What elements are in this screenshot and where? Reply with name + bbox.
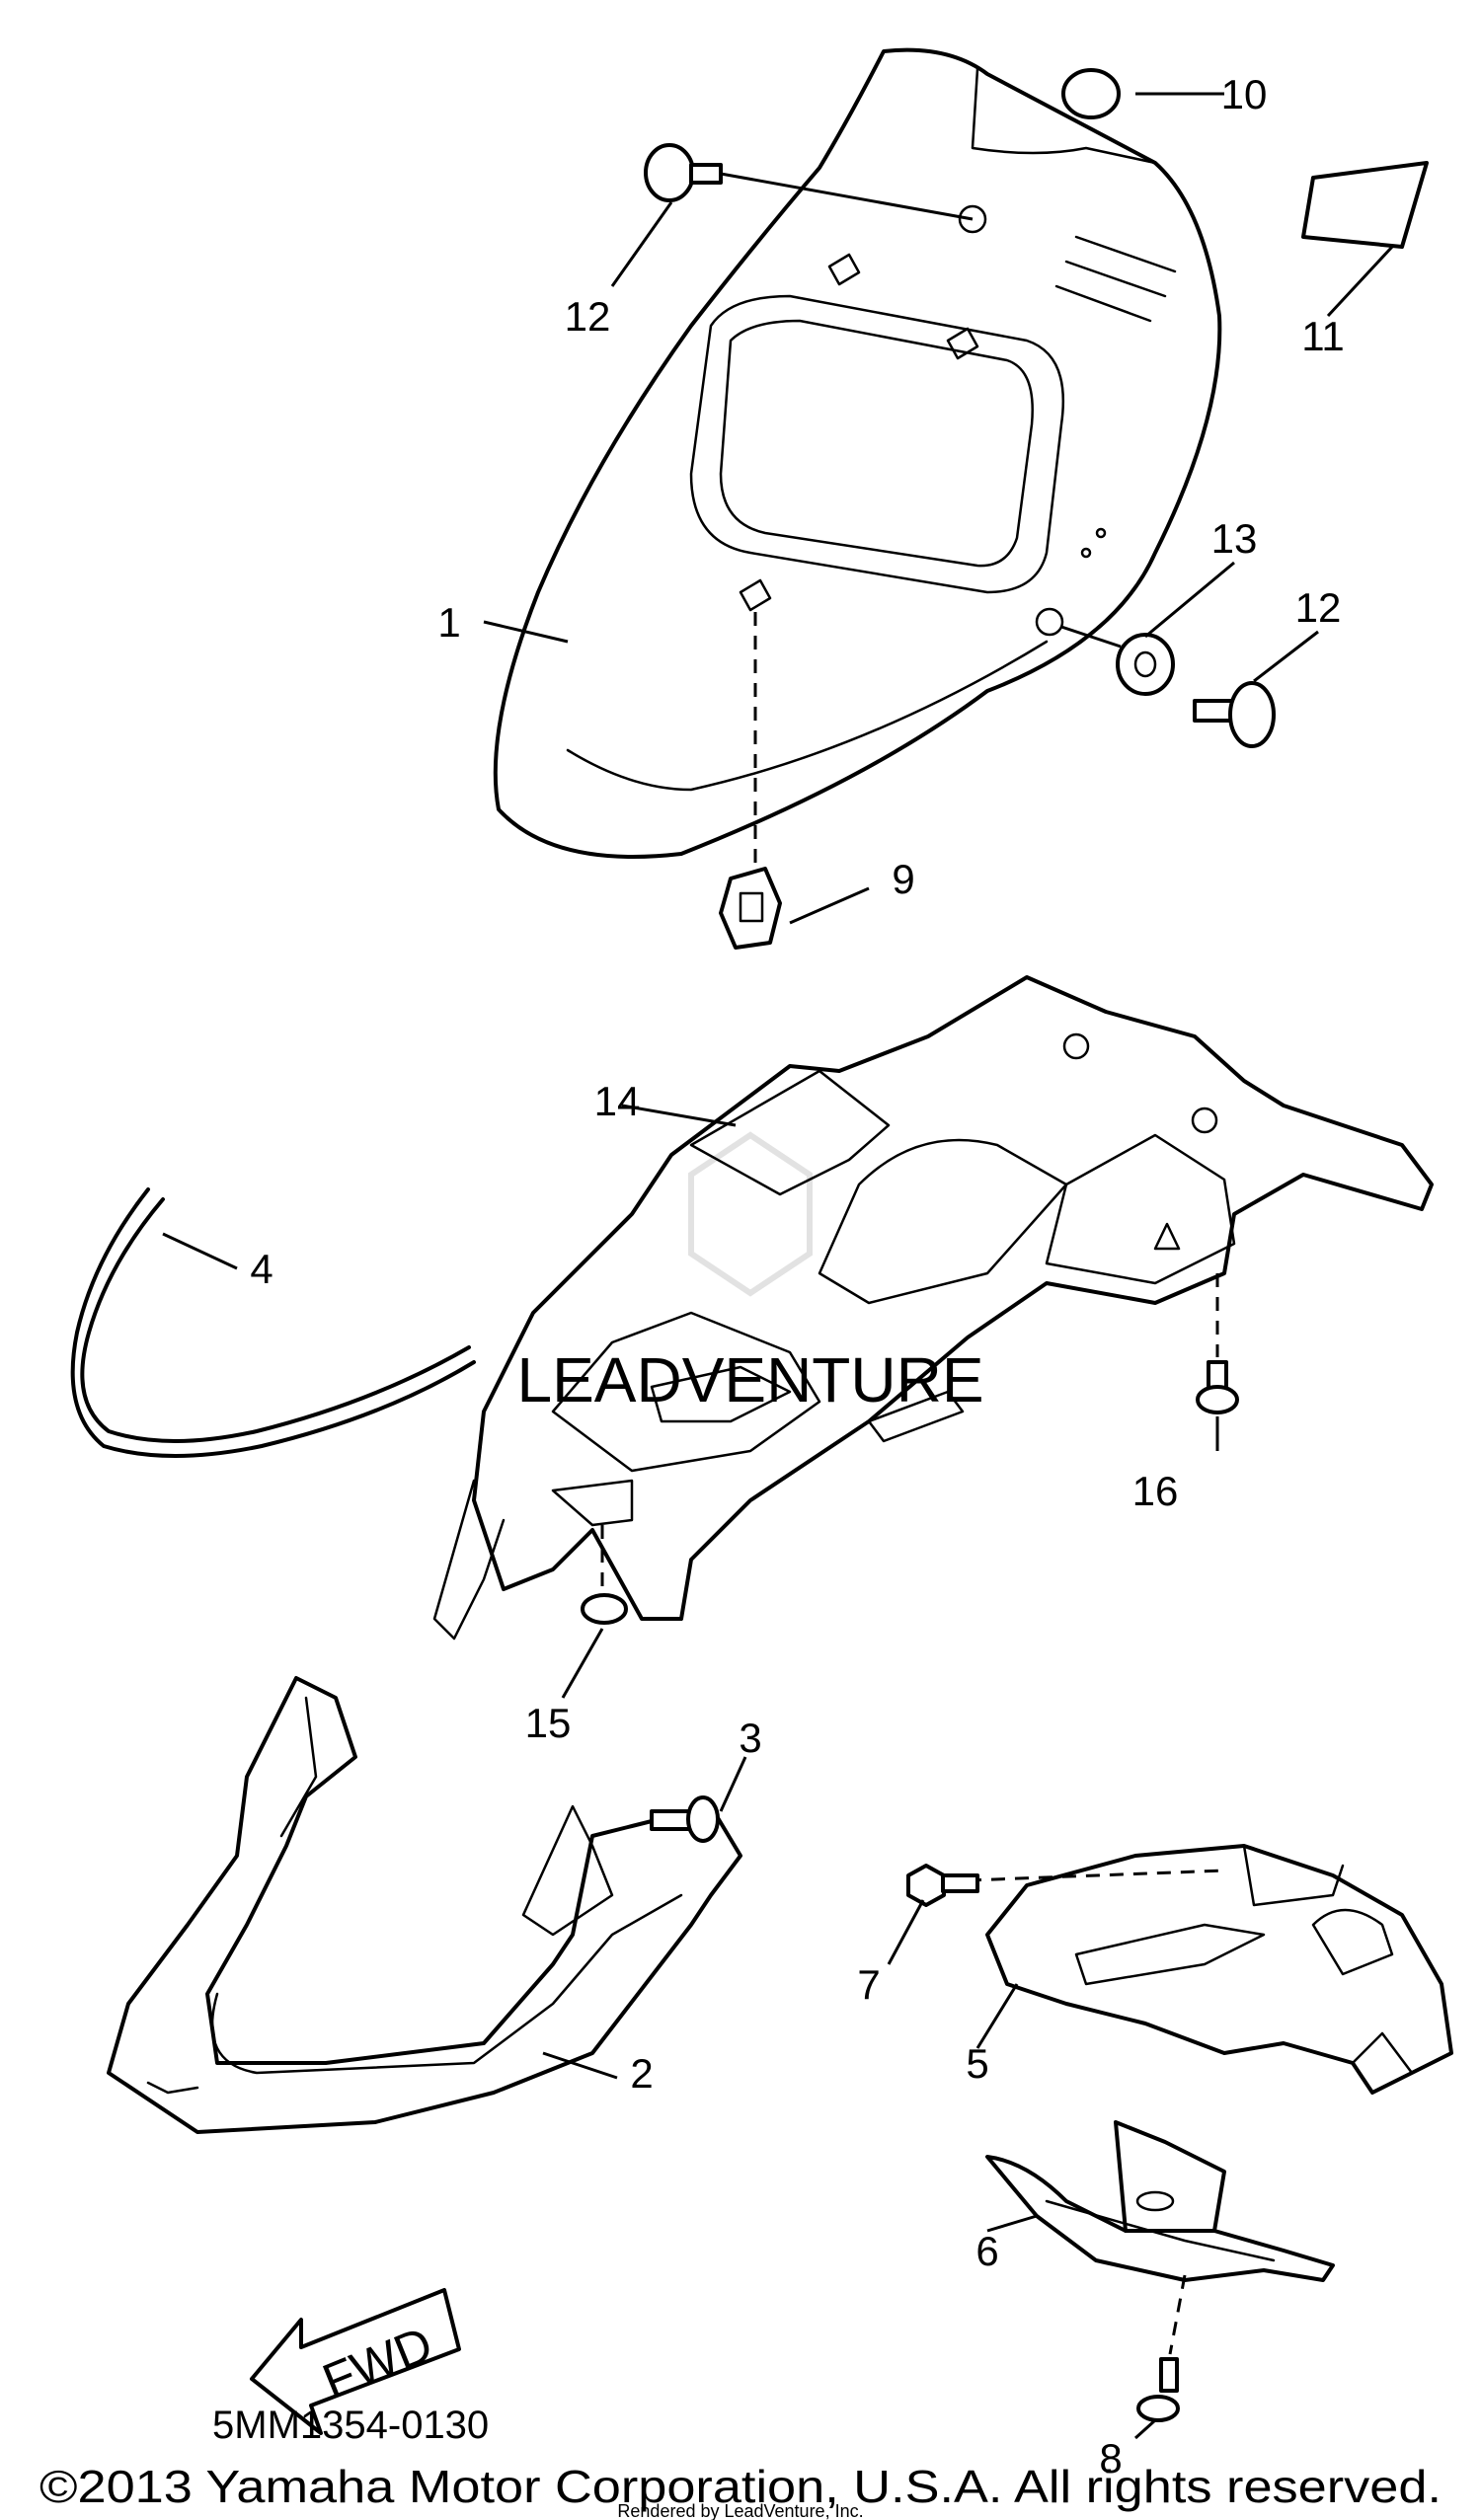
- watermark-logo: LEADVENTURE: [517, 1131, 984, 1415]
- part-15-nut[interactable]: [581, 1593, 628, 1625]
- part-6-bracket-plate[interactable]: [985, 2120, 1335, 2355]
- part-7-bolt[interactable]: [906, 1864, 979, 1907]
- part-16-screw[interactable]: [1196, 1360, 1239, 1414]
- callout-2: 2: [630, 2050, 653, 2097]
- part-12-bolt-upper[interactable]: [644, 143, 974, 221]
- callout-4: 4: [250, 1246, 273, 1292]
- part-8-screw[interactable]: [1136, 2357, 1180, 2422]
- part-4-seal-strip[interactable]: [70, 1187, 476, 1458]
- part-3-screw[interactable]: [650, 1795, 720, 1843]
- callout-7: 7: [857, 1961, 880, 2008]
- callout-16: 16: [1132, 1468, 1179, 1514]
- callout-5: 5: [966, 2040, 988, 2087]
- callout-12-lower: 12: [1295, 584, 1342, 631]
- callout-3: 3: [739, 1715, 761, 1761]
- callout-leaders: [162, 92, 1394, 2440]
- part-5-rear-guard[interactable]: [967, 1844, 1453, 2095]
- callout-12-upper: 12: [565, 293, 611, 340]
- part-12-bolt-lower[interactable]: [1193, 681, 1276, 748]
- part-10-plug[interactable]: [1061, 68, 1121, 119]
- callout-6: 6: [975, 2228, 998, 2274]
- callout-1: 1: [437, 599, 460, 646]
- callout-8: 8: [1099, 2435, 1122, 2482]
- watermark-text: LEADVENTURE: [517, 1344, 984, 1415]
- part-13-grommet[interactable]: [1060, 625, 1175, 696]
- part-14-rear-fender[interactable]: [432, 975, 1434, 1641]
- callout-14: 14: [594, 1078, 641, 1124]
- callout-15: 15: [525, 1700, 572, 1746]
- callout-13: 13: [1211, 515, 1258, 562]
- part-9-nut-clip[interactable]: [719, 867, 782, 950]
- part-11-decal[interactable]: [1301, 161, 1429, 249]
- copyright-notice: ©2013 Yamaha Motor Corporation, U.S.A. A…: [39, 2461, 1442, 2512]
- callout-11: 11: [1301, 313, 1345, 359]
- part-1-front-cowl[interactable]: [493, 47, 1222, 869]
- callout-10: 10: [1221, 71, 1268, 117]
- drawing-code: 5MM1354-0130: [212, 2404, 489, 2447]
- rendered-by-note: Rendered by LeadVenture, Inc.: [617, 2501, 863, 2520]
- callout-9: 9: [892, 856, 914, 902]
